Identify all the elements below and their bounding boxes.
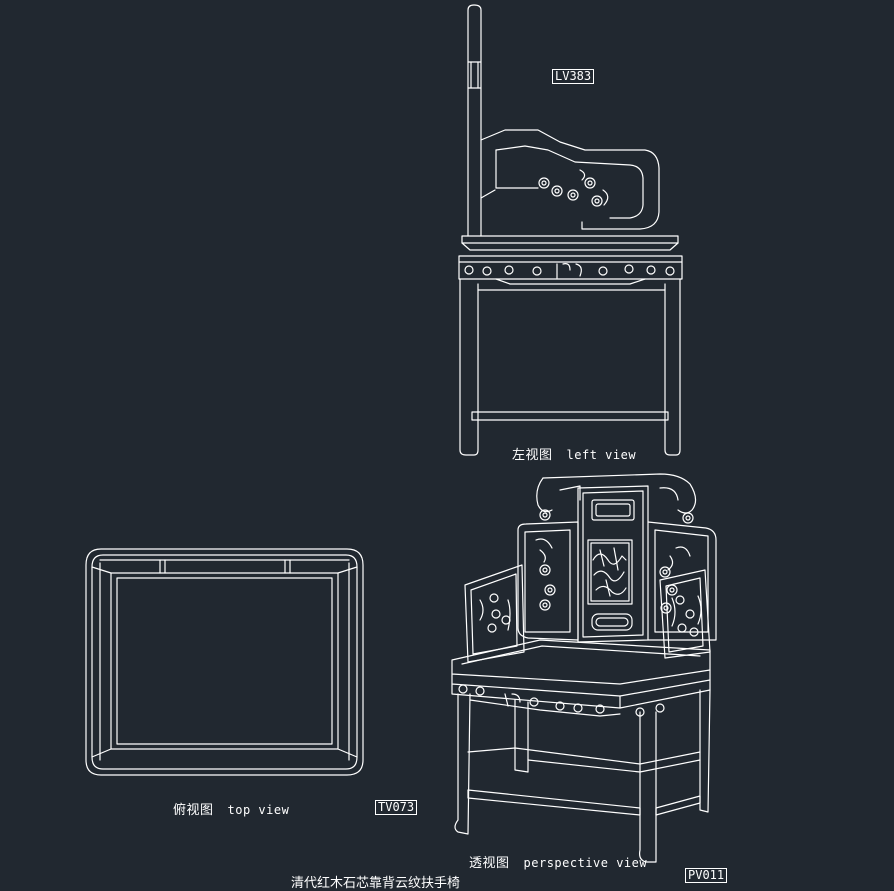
left-view-label: 左视图 left view — [512, 444, 636, 463]
left-view-label-cn: 左视图 — [512, 448, 553, 463]
perspective-view-drawing — [451, 473, 717, 863]
top-view-code: TV073 — [375, 800, 418, 815]
top-view-label-cn: 俯视图 — [173, 803, 214, 818]
perspective-view-label: 透视图 perspective view — [469, 852, 647, 871]
perspective-view-label-en: perspective view — [523, 856, 648, 870]
perspective-view-code: PV011 — [685, 868, 728, 883]
left-view-drawing — [458, 4, 683, 456]
left-view-label-en: left view — [566, 448, 637, 462]
perspective-view-label-cn: 透视图 — [469, 856, 510, 871]
left-view-code: LV383 — [552, 69, 595, 84]
top-view-label: 俯视图 top view — [173, 799, 289, 818]
top-view-label-en: top view — [227, 803, 290, 817]
top-view-drawing — [85, 548, 364, 776]
